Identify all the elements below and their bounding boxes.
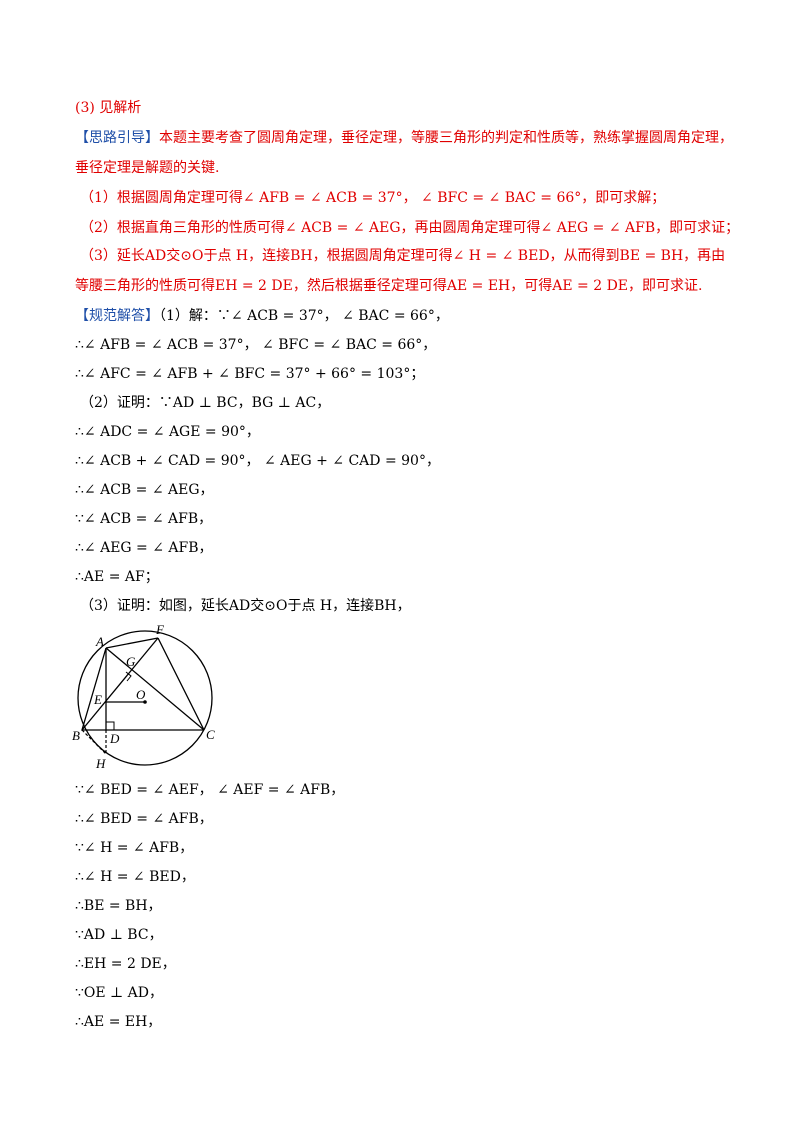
hint-step-3-cont: 等腰三角形的性质可得EH = 2 DE，然后根据垂径定理可得AE = EH，可得…: [75, 278, 703, 294]
label-b: B: [72, 728, 80, 743]
solution-line: ∴∠ ACB + ∠ CAD = 90°， ∠ AEG + ∠ CAD = 90…: [75, 453, 440, 469]
solution-line: ∴∠ AEG = ∠ AFB，: [75, 540, 213, 556]
label-e: E: [93, 692, 102, 707]
label-f: F: [155, 622, 165, 637]
center-dot: [143, 700, 147, 704]
solution-line: ∴∠ AFB = ∠ ACB = 37°， ∠ BFC = ∠ BAC = 66…: [75, 337, 437, 353]
solution-line: ∴∠ AFC = ∠ AFB + ∠ BFC = 37° + 66° = 103…: [75, 366, 425, 382]
right-angle-d: [106, 721, 115, 730]
label-a: A: [95, 634, 104, 649]
hint-step-3: （3）延长AD交⊙O于点 H，连接BH，根据圆周角定理可得∠ H = ∠ BED…: [80, 248, 726, 264]
solution-line: （3）证明：如图，延长AD交⊙O于点 H，连接BH，: [80, 598, 411, 614]
hint-line: 【思路引导】本题主要考查了圆周角定理，垂径定理，等腰三角形的判定和性质等，熟练掌…: [75, 128, 733, 148]
proof-line: ∴EH = 2 DE，: [75, 956, 176, 972]
proof-line: ∵∠ H = ∠ AFB，: [75, 840, 194, 856]
proof-line: ∴∠ BED = ∠ AFB，: [75, 811, 213, 827]
proof-line: ∴∠ H = ∠ BED，: [75, 869, 195, 885]
solution-line: ∴∠ ACB = ∠ AEG，: [75, 482, 214, 498]
hint-line-cont: 垂径定理是解题的关键.: [75, 160, 220, 176]
label-g: G: [126, 654, 136, 669]
hint-text: 本题主要考查了圆周角定理，垂径定理，等腰三角形的判定和性质等，熟练掌握圆周角定理…: [159, 130, 733, 146]
solution-line: ∴AE = AF；: [75, 569, 159, 585]
solution-line: ∵∠ ACB = ∠ AFB，: [75, 511, 213, 527]
label-c: C: [206, 727, 215, 742]
proof-line: ∴AE = EH，: [75, 1014, 162, 1030]
proof-line: ∴BE = BH，: [75, 898, 162, 914]
solution-first-text: （1）解：∵∠ ACB = 37°， ∠ BAC = 66°，: [159, 308, 449, 324]
solution-first-line: 【规范解答】（1）解：∵∠ ACB = 37°， ∠ BAC = 66°，: [75, 306, 449, 326]
proof-line: ∵∠ BED = ∠ AEF， ∠ AEF = ∠ AFB，: [75, 782, 345, 798]
label-h: H: [95, 756, 106, 770]
label-d: D: [109, 731, 120, 746]
segment-fc: [157, 637, 205, 731]
solution-line: （2）证明：∵AD ⊥ BC，BG ⊥ AC，: [80, 395, 331, 411]
segment-fb: [81, 637, 159, 731]
segment-af: [105, 637, 159, 649]
geometry-figure: A F G O E B D C H: [72, 622, 215, 770]
label-o: O: [136, 687, 146, 702]
segment-ac: [105, 647, 205, 731]
solution-tag: 【规范解答】: [75, 308, 159, 324]
proof-line: ∵AD ⊥ BC，: [75, 927, 163, 943]
hint-step-1: （1）根据圆周角定理可得∠ AFB = ∠ ACB = 37°， ∠ BFC =…: [80, 190, 666, 206]
proof-line: ∵OE ⊥ AD，: [75, 985, 164, 1001]
segment-bh: [81, 729, 107, 755]
right-angle-g: [125, 671, 132, 682]
solution-line: ∴∠ ADC = ∠ AGE = 90°，: [75, 424, 260, 440]
circle-o: [77, 630, 213, 766]
hint-step-2: （2）根据直角三角形的性质可得∠ ACB = ∠ AEG，再由圆周角定理可得∠ …: [80, 220, 740, 236]
hint-tag: 【思路引导】: [75, 130, 159, 146]
answer-line: (3) 见解析: [75, 100, 142, 116]
